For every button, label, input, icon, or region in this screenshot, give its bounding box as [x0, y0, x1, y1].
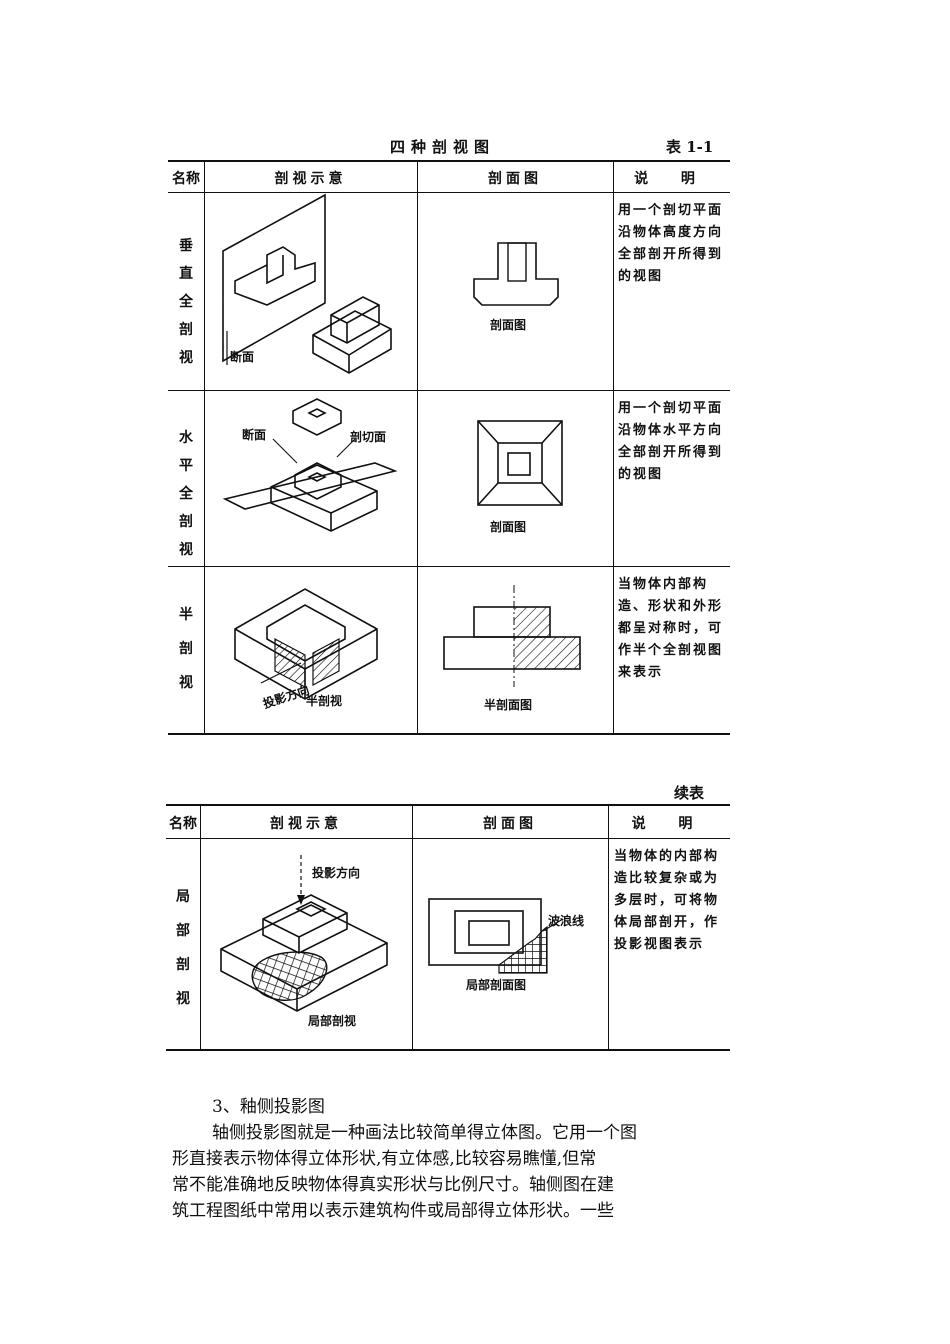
label-cutting-plane: 剖切面 — [350, 430, 387, 444]
label-half-section: 半剖视 — [306, 694, 343, 708]
table2-header-rule — [166, 838, 730, 839]
label-section-cut-2: 断面 — [242, 428, 267, 442]
table2-header-desc: 说 明 — [631, 816, 707, 832]
table2-col-divider-3 — [608, 804, 609, 1049]
label-section-view-1: 剖面图 — [490, 318, 527, 332]
row-desc-half: 当物体内部构造、形状和外形都呈对称时，可作半个全剖视图来表示 — [618, 577, 724, 680]
label-partial-section: 局部剖视 — [308, 1014, 357, 1028]
table2-col-divider-1 — [200, 804, 201, 1049]
table1-header-desc: 说 明 — [634, 171, 709, 187]
table2-header-section: 剖面图 — [483, 816, 537, 832]
horizontal-section-view — [477, 420, 563, 506]
label-projection-direction-2: 投影方向 — [312, 866, 361, 880]
label-section-cut: 断面 — [230, 350, 255, 364]
label-half-section-view: 半剖面图 — [484, 698, 533, 712]
table2-header-diagram: 剖视示意 — [270, 816, 342, 832]
table2-header-name: 名称 — [169, 816, 197, 832]
table1-row-rule-1 — [168, 390, 730, 391]
row-name-vertical: 垂直全剖视 — [179, 238, 193, 366]
table1-col-divider-3 — [613, 160, 614, 733]
continued-caption: 续表 — [674, 784, 705, 802]
table1-header-rule — [168, 192, 730, 193]
row-name-half: 半剖视 — [179, 607, 193, 691]
paragraph-line-2: 形直接表示物体得立体形状,有立体感,比较容易瞧懂,但常 — [172, 1149, 597, 1169]
half-section-view — [443, 585, 581, 687]
label-section-view-2: 剖面图 — [490, 520, 527, 534]
paragraph-line-1: 轴侧投影图就是一种画法比较简单得立体图。它用一个图 — [212, 1123, 637, 1143]
table1-top-rule — [168, 160, 730, 162]
table2-bottom-rule — [166, 1049, 730, 1051]
row-desc-partial: 当物体的内部构造比较复杂或为多层时，可将物体局部剖开，作投影视图表示 — [614, 849, 720, 952]
table1-bottom-rule — [168, 733, 730, 735]
table2-col-divider-2 — [412, 804, 413, 1049]
half-section-diagram — [234, 588, 378, 700]
table1-header-name: 名称 — [172, 171, 200, 187]
partial-section-diagram — [220, 855, 388, 1012]
vertical-section-diagram — [222, 193, 392, 374]
row-name-partial: 局部剖视 — [176, 889, 190, 1007]
table1-header-diagram: 剖视示意 — [274, 171, 347, 187]
table1-row-rule-2 — [168, 566, 730, 567]
paragraph-line-4: 筑工程图纸中常用以表示建筑构件或局部得立体形状。一些 — [172, 1201, 614, 1221]
table1-col-divider-1 — [204, 160, 205, 733]
section-heading: 3、釉侧投影图 — [212, 1097, 325, 1117]
table1-col-divider-2 — [417, 160, 418, 733]
label-wavy-line: 波浪线 — [548, 914, 585, 928]
paragraph-line-3: 常不能准确地反映物体得真实形状与比例尺寸。轴侧图在建 — [172, 1175, 614, 1195]
row-name-horizontal: 水平全剖视 — [179, 430, 193, 558]
label-partial-section-view: 局部剖面图 — [466, 978, 527, 992]
vertical-section-view — [473, 242, 559, 306]
row-desc-horizontal: 用一个剖切平面沿物体水平方向全部剖开所得到的视图 — [618, 401, 724, 482]
table-title: 四种剖视图 — [390, 138, 496, 156]
table2-top-rule — [166, 804, 730, 806]
horizontal-section-diagram — [222, 398, 398, 532]
partial-section-view — [428, 898, 564, 974]
table1-header-section: 剖面图 — [488, 171, 542, 187]
row-desc-vertical: 用一个剖切平面沿物体高度方向全部剖开所得到的视图 — [618, 203, 724, 284]
table-number: 表 1-1 — [666, 138, 714, 156]
